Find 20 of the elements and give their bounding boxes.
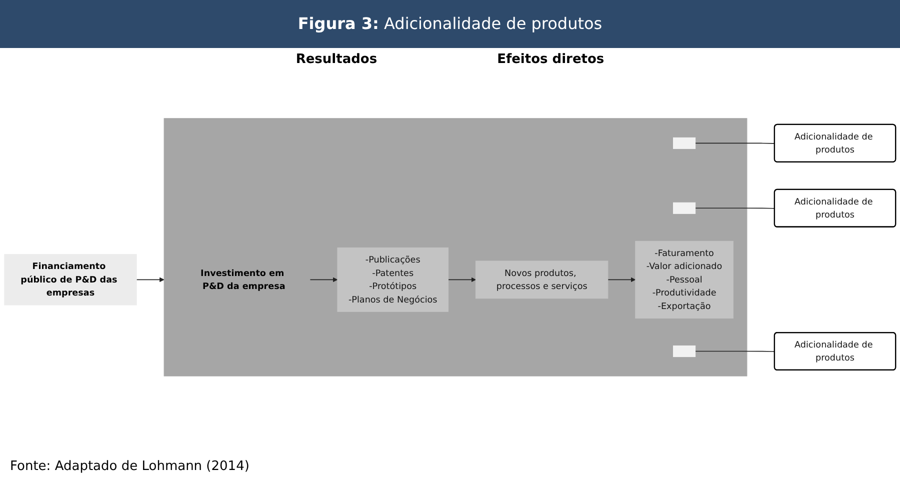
arrow <box>310 277 338 282</box>
arrow <box>448 277 476 282</box>
connector <box>694 350 776 352</box>
node-text: Investimento em P&D da empresa <box>200 267 286 292</box>
connector <box>694 208 776 209</box>
node-box: Financiamento público de P&D das empresas <box>4 254 137 306</box>
arrow <box>136 277 164 282</box>
source-caption: Fonte: Adaptado de Lohmann (2014) <box>10 459 250 474</box>
node-box <box>673 137 696 149</box>
column-heading: Resultados <box>296 52 378 67</box>
connector <box>694 142 776 144</box>
node-box: -Faturamento -Valor adicionado -Pessoal -Produtividade -Exportação <box>635 240 734 318</box>
cluster <box>164 118 748 376</box>
node-box <box>673 345 696 357</box>
node-box: -Publicações -Patentes -Protótipos -Planos de Negócios <box>337 247 449 312</box>
title-banner: Figura 3: Adicionalidade de produtos <box>0 0 900 48</box>
node-box: Novos produtos, processos e serviços <box>476 260 608 298</box>
column-heading: Efeitos diretos <box>497 52 604 67</box>
node-box <box>673 202 696 214</box>
arrow <box>607 277 636 282</box>
